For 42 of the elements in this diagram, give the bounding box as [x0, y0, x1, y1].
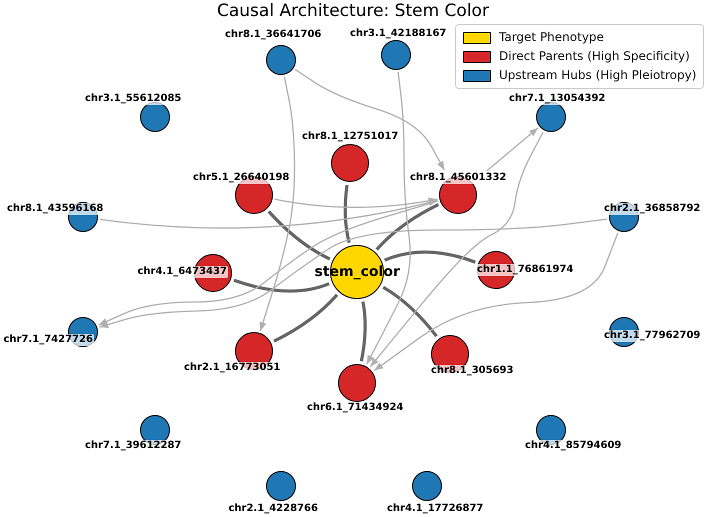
node-label: chr8.1_305693	[430, 365, 514, 376]
connector-line	[360, 301, 367, 362]
node-label: chr7.1_13054392	[508, 93, 606, 104]
arrow	[98, 200, 438, 326]
node-label: chr7.1_39612287	[84, 440, 182, 452]
connector-line	[382, 286, 438, 338]
node-label: chr4.1_85794609	[524, 440, 622, 452]
arrow	[366, 72, 411, 364]
node-label: chr8.1_43596168	[6, 203, 104, 214]
connector-line	[384, 250, 476, 264]
node-label: chr8.1_45601332	[409, 172, 508, 184]
arrow	[260, 76, 296, 332]
connector-line	[268, 210, 331, 260]
node-label: chr1.1_76861974	[476, 264, 574, 276]
node-label: chr8.1_36641706	[224, 29, 322, 40]
node-label: chr3.1_42188167	[349, 28, 448, 40]
diagram-title: Causal Architecture: Stem Color	[217, 1, 489, 22]
connector-line	[344, 184, 351, 244]
arrow	[100, 199, 438, 229]
node-label: chr2.1_4228766	[228, 503, 319, 514]
node-label: chr4.1_6473437	[136, 266, 228, 278]
legend-label: Upstream Hubs (High Pleiotropy)	[499, 68, 696, 83]
legend-label: Direct Parents (High Specificity)	[499, 49, 690, 64]
arrow	[294, 68, 445, 170]
node-label: chr4.1_17726877	[386, 503, 484, 514]
connector-line	[273, 294, 338, 343]
connector-line	[233, 278, 330, 293]
node-label: chr7.1_7427726	[2, 334, 94, 346]
arrow	[374, 232, 618, 372]
arrow	[274, 197, 438, 208]
arrow	[486, 127, 538, 172]
node-label: chr2.1_36858792	[603, 203, 702, 214]
node-label: chr2.1_16773051	[183, 362, 282, 374]
node-label: chr3.1_55612085	[84, 93, 182, 104]
arrow	[99, 218, 608, 328]
node-label: chr8.1_12751017	[301, 131, 400, 142]
node-label: chr5.1_26640198	[192, 172, 290, 184]
node-label: chr6.1_71434924	[306, 402, 404, 414]
arrow	[370, 132, 544, 368]
node-label: chr3.1_77962709	[603, 330, 702, 342]
legend-label: Target Phenotype	[499, 30, 604, 45]
connector-line	[376, 203, 440, 251]
